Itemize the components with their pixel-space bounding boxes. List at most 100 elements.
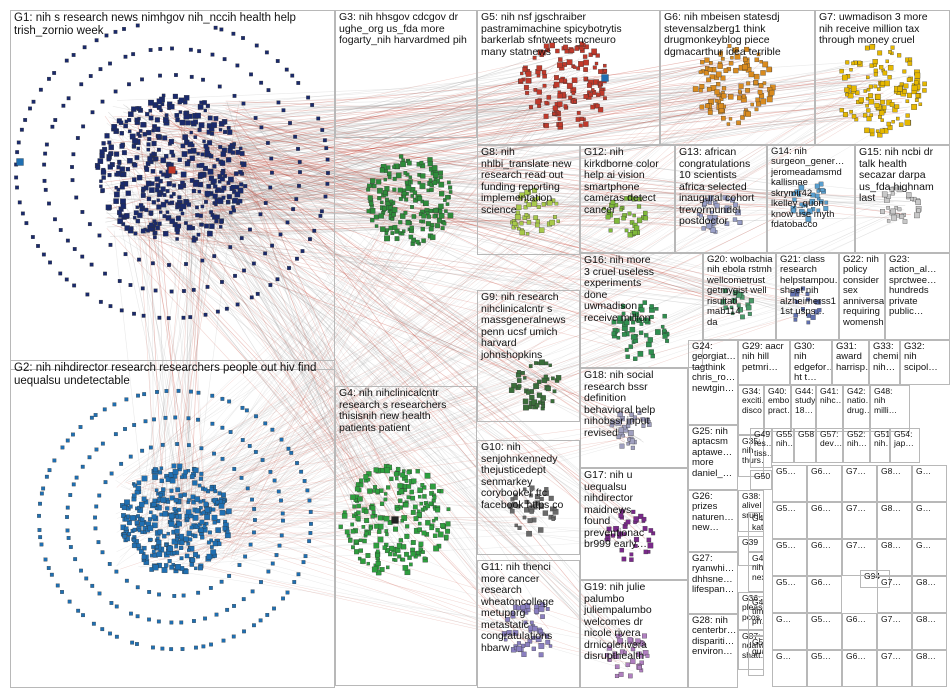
network-node (429, 209, 433, 213)
network-node (399, 155, 403, 159)
network-node (385, 198, 388, 201)
network-node (392, 166, 395, 169)
network-node (395, 236, 399, 240)
group-label-g56: G56: qua… (752, 638, 761, 657)
network-node (416, 240, 420, 244)
network-node (422, 214, 427, 219)
network-node (404, 171, 407, 174)
tiny-group-label: G… (776, 652, 804, 661)
network-node (377, 188, 382, 193)
tiny-group-panel: G6… (807, 539, 842, 576)
tiny-group-label: G8… (916, 578, 944, 587)
tiny-group-label: G7… (881, 615, 909, 624)
network-node (384, 178, 387, 181)
network-node (420, 161, 424, 165)
network-node (399, 197, 403, 201)
tiny-group-label: G… (776, 615, 804, 624)
group-label-g21: G21: class research helpstampou… sheet n… (780, 255, 836, 318)
network-node (422, 239, 426, 243)
network-node (427, 215, 431, 219)
group-label-g16: G16: nih more 3 cruel useless experiment… (584, 255, 700, 324)
group-panel-g30: G30: nih edgefor… ht t… (790, 340, 832, 385)
group-label-g45: G45: kata (752, 514, 761, 533)
tiny-group-label: G7… (881, 578, 909, 587)
group-panel-g41: G41: nihc… (816, 385, 843, 432)
network-node (380, 227, 385, 232)
network-node (392, 207, 397, 212)
tiny-group-panel: G7… (877, 650, 912, 687)
network-node (398, 220, 402, 224)
network-node (375, 225, 378, 228)
group-panel-g23: G23: action_al… sprctwee… hundreds priva… (885, 253, 950, 340)
group-label-g10: G10: nih senjohnkennedy thejusticedept s… (481, 442, 577, 511)
network-node (393, 188, 397, 192)
tiny-group-label: G5… (811, 652, 839, 661)
group-panel-g52: G52: nih… (843, 428, 870, 463)
group-panel-g26: G26: prizes naturen… new… (688, 490, 738, 552)
network-node (388, 175, 391, 178)
network-node (391, 217, 394, 220)
group-label-g28: G28: nih centerbr… dispariti… environ… (692, 616, 735, 658)
network-node (386, 166, 390, 170)
network-node (384, 236, 389, 241)
network-node (366, 188, 370, 192)
tiny-group-panel: G5… (807, 613, 842, 650)
group-panel-g14: G14: nih surgeon_gener… jeromeadamsmd ka… (767, 145, 855, 253)
group-panel-g12: G12: nih kirkdborne color help ai vision… (580, 145, 675, 253)
network-node (372, 184, 376, 188)
tiny-group-label: G7… (846, 467, 874, 476)
group-label-g14: G14: nih surgeon_gener… jeromeadamsmd ka… (771, 147, 852, 231)
network-node (367, 184, 371, 188)
network-node (437, 218, 442, 223)
group-panel-g10: G10: nih senjohnkennedy thejusticedept s… (477, 440, 580, 555)
network-node (398, 188, 403, 193)
network-node (405, 181, 409, 185)
tiny-group-label: G6… (811, 467, 839, 476)
network-node (412, 214, 416, 218)
network-node (433, 173, 438, 178)
group-label-g4: G4: nih nihclinicalcntr research s resea… (339, 388, 474, 434)
group-label-g25: G25: nih aptacsm aptawe… more daniel_… (692, 427, 735, 479)
group-label-g23: G23: action_al… sprctwee… hundreds priva… (889, 255, 947, 318)
network-node (406, 185, 411, 190)
tiny-group-label: G8… (916, 615, 944, 624)
tiny-group-panel: G6… (842, 650, 877, 687)
network-node (410, 205, 414, 209)
group-panel-g51: G51: nih… (870, 428, 890, 463)
network-node (377, 196, 381, 200)
group-panel-g55: G55: nih… (772, 428, 794, 463)
network-node (429, 179, 432, 182)
group-label-g48: G48: nih milli… (874, 387, 907, 415)
network-node (380, 201, 383, 204)
group-label-g13: G13: african congratulations 10 scientis… (679, 147, 764, 228)
tiny-group-panel: G7… (842, 465, 877, 502)
group-label-g40: G40: embo pract… (768, 387, 788, 415)
group-label-g5: G5: nih nsf jgschraiber pastramimachine … (481, 12, 657, 58)
group-label-g6: G6: nih mbeisen statesdj stevensalzberg1… (664, 12, 812, 58)
tiny-group-panel: G8… (877, 465, 912, 502)
tiny-group-panel: G… (772, 650, 807, 687)
network-node (430, 223, 434, 227)
network-node (402, 159, 405, 162)
tiny-group-panel: G… (912, 539, 947, 576)
group-panel-g29: G29: aacr nih hill petmri… (738, 340, 790, 385)
tiny-group-label: G5… (776, 578, 804, 587)
network-node (443, 222, 447, 226)
network-node (439, 213, 444, 218)
tiny-group-label: G8… (881, 541, 909, 550)
network-node (417, 196, 422, 201)
network-node (396, 173, 401, 178)
network-node (390, 200, 393, 203)
group-label-g44: G44: study 18… (795, 387, 813, 415)
network-node (430, 235, 435, 240)
group-label-g51: G51: nih… (874, 430, 887, 449)
group-label-g3: G3: nih hhsgov cdcgov dr ughe_org us_fda… (339, 12, 474, 47)
network-node (441, 226, 445, 230)
network-node (439, 191, 444, 196)
tiny-group-label: G6… (811, 541, 839, 550)
group-panel-g19: G19: nih julie palumbo juliempalumbo wel… (580, 580, 688, 688)
group-panel-g2: G2: nih nihdirector research researchers… (10, 360, 335, 688)
group-panel-g5: G5: nih nsf jgschraiber pastramimachine … (477, 10, 660, 145)
group-panel-g48: G48: nih milli… (870, 385, 910, 432)
tiny-group-panel: G8… (912, 650, 947, 687)
